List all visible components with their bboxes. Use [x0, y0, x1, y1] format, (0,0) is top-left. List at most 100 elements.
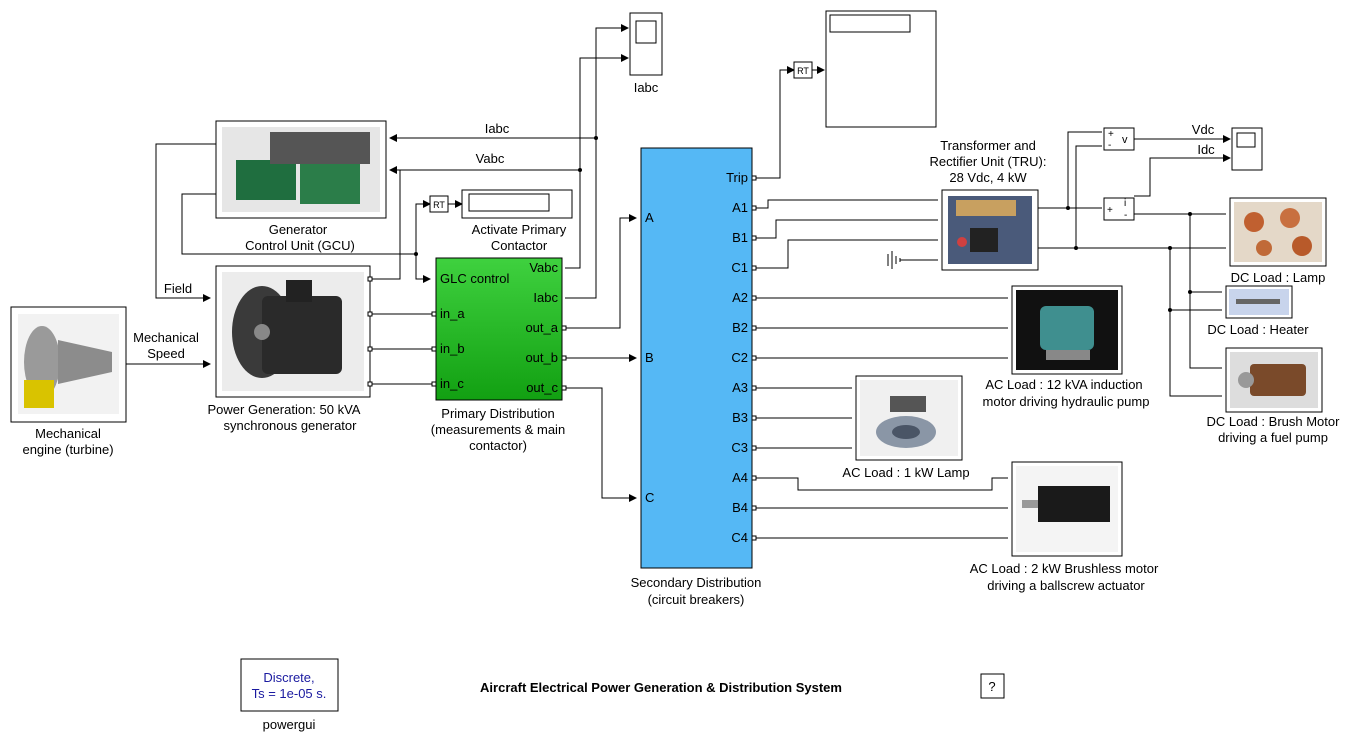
dc-motor-label-1: DC Load : Brush Motor: [1207, 414, 1341, 429]
tru-grille-icon: [956, 200, 1016, 216]
primary-port-a: [431, 311, 437, 317]
dc-scope-block[interactable]: [1231, 127, 1263, 171]
tru-panel-icon: [970, 228, 998, 252]
contactor-label-2: Contactor: [491, 238, 548, 253]
mech-speed-label-1: Mechanical: [133, 330, 199, 345]
secondary-in-a: A: [645, 210, 654, 225]
dc-scope-screen: [1236, 132, 1256, 148]
ac-induction-label-1: AC Load : 12 kVA induction: [985, 377, 1142, 392]
ac-induction-load-block[interactable]: AC Load : 12 kVA induction motor driving…: [983, 285, 1150, 409]
iabc-wire: [389, 134, 597, 299]
secondary-port-c1: [751, 265, 757, 271]
secondary-out-c2: C2: [731, 350, 748, 365]
gcu-chassis-icon: [270, 132, 370, 164]
primary-out-b: out_b: [525, 350, 558, 365]
secondary-port-c2: [751, 355, 757, 361]
motor-neg-wire: [1169, 310, 1222, 397]
primary-label-1: Primary Distribution: [441, 406, 554, 421]
dc-lamp-load-block[interactable]: DC Load : Lamp: [1229, 197, 1327, 285]
lamp-bulb-icon: [1244, 212, 1264, 232]
vabc-scope-wire: [579, 54, 629, 170]
trip-wire: [752, 66, 795, 179]
dc-motor-load-block[interactable]: DC Load : Brush Motor driving a fuel pum…: [1207, 347, 1341, 445]
ac-brushless-label-2: driving a ballscrew actuator: [987, 578, 1145, 593]
voltmeter-label: v: [1122, 134, 1128, 146]
heater-neg-wire: [1169, 248, 1222, 311]
out-c-wire: [565, 387, 637, 502]
tru-button-icon: [957, 237, 967, 247]
dc-heater-load-block[interactable]: DC Load : Heater: [1207, 285, 1309, 337]
gcu-block[interactable]: Generator Control Unit (GCU): [215, 120, 387, 253]
ac-lamp-housing-icon: [890, 396, 926, 412]
powergui-label: powergui: [263, 717, 316, 732]
glc-control-wire: [415, 254, 431, 283]
secondary-port-b4: [751, 505, 757, 511]
voltmeter-minus: -: [1108, 140, 1111, 151]
secondary-out-c3: C3: [731, 440, 748, 455]
primary-label-3: contactor): [469, 438, 527, 453]
motor-pos-wire: [1189, 292, 1222, 369]
rt1-label: RT: [433, 200, 445, 210]
secondary-out-b2: B2: [732, 320, 748, 335]
secondary-port-b2: [751, 325, 757, 331]
tru-block[interactable]: Transformer and Rectifier Unit (TRU): 28…: [929, 138, 1047, 271]
contactor-display-block[interactable]: Activate Primary Contactor: [461, 189, 573, 253]
generator-terminal-icon: [286, 280, 312, 302]
engine-label-1: Mechanical: [35, 426, 101, 441]
help-button[interactable]: ?: [980, 673, 1005, 699]
scope-iabc-label: Iabc: [634, 80, 659, 95]
powergui-block[interactable]: Discrete, Ts = 1e-05 s. powergui: [240, 658, 339, 732]
induction-motor-icon: [1040, 306, 1094, 350]
primary-out-iabc: Iabc: [533, 290, 558, 305]
ac-lamp-label: AC Load : 1 kW Lamp: [842, 465, 969, 480]
wires: [126, 24, 1231, 539]
heater-pos-wire: [1189, 214, 1222, 293]
generator-shaft-icon: [254, 324, 270, 340]
secondary-out-c4: C4: [731, 530, 748, 545]
secondary-out-a4: A4: [732, 470, 748, 485]
rate-transition-1[interactable]: RT: [429, 195, 449, 213]
gen-port-field: [367, 276, 373, 282]
secondary-port-b3: [751, 415, 757, 421]
help-button-frame: [980, 673, 1005, 699]
gcu-rt-wire: [181, 193, 431, 255]
contactor-display-field: [468, 193, 550, 212]
secondary-port-b1: [751, 235, 757, 241]
secondary-port-a4: [751, 475, 757, 481]
gcu-label-2: Control Unit (GCU): [245, 238, 355, 253]
gcu-board-left-icon: [236, 160, 296, 200]
ammeter-frame: [1103, 197, 1135, 221]
primary-port-out-a: [561, 325, 567, 331]
mechanical-engine-block[interactable]: Mechanical engine (turbine): [10, 306, 127, 457]
junction-dots: [414, 136, 1192, 312]
current-measurement-block[interactable]: + i -: [1103, 197, 1135, 221]
generator-label-2: synchronous generator: [224, 418, 358, 433]
secondary-port-a2: [751, 295, 757, 301]
vdc-label: Vdc: [1192, 122, 1215, 137]
ac-lamp-load-block[interactable]: AC Load : 1 kW Lamp: [842, 375, 970, 480]
dc-heater-label: DC Load : Heater: [1207, 322, 1309, 337]
generator-housing-icon: [262, 296, 342, 374]
powergui-frame: [240, 658, 339, 712]
iabc-scope-block[interactable]: Iabc: [629, 12, 663, 95]
powergui-line-1: Discrete,: [263, 670, 314, 685]
tru-pos-wire: [1038, 131, 1102, 209]
ac-induction-label-2: motor driving hydraulic pump: [983, 394, 1150, 409]
generator-block[interactable]: Power Generation: 50 kVA synchronous gen…: [208, 265, 371, 433]
rate-transition-2[interactable]: RT: [793, 61, 813, 79]
ground-icon: [887, 251, 901, 269]
trip-display-block[interactable]: [825, 10, 937, 128]
heater-rod-icon: [1236, 299, 1280, 304]
tru-label-2: Rectifier Unit (TRU):: [929, 154, 1046, 169]
secondary-out-c1: C1: [731, 260, 748, 275]
secondary-out-trip: Trip: [726, 170, 748, 185]
secondary-out-a3: A3: [732, 380, 748, 395]
primary-distribution-block[interactable]: GLC control in_a in_b in_c Vabc Iabc out…: [431, 257, 565, 453]
secondary-out-a1: A1: [732, 200, 748, 215]
voltage-measurement-block[interactable]: + - v: [1103, 127, 1135, 151]
secondary-label-2: (circuit breakers): [648, 592, 745, 607]
ac-brushless-load-block[interactable]: AC Load : 2 kW Brushless motor driving a…: [970, 461, 1159, 593]
